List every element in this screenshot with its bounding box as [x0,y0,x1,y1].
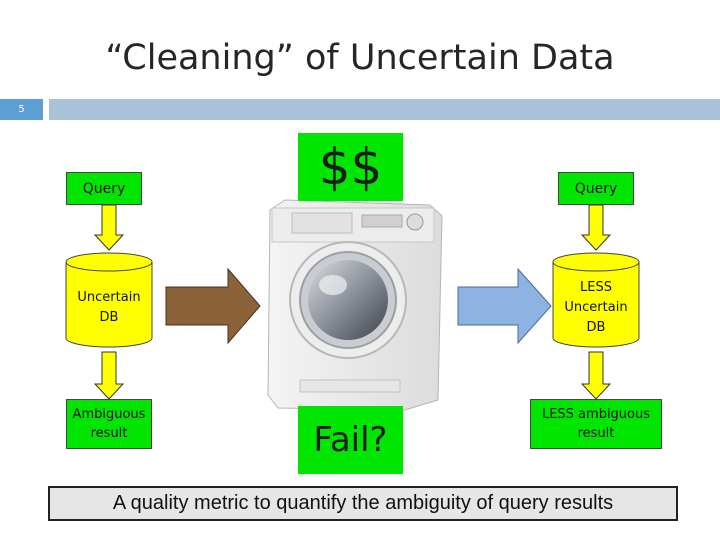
brown-arrow [165,267,261,345]
left-query-box: Query [66,172,142,205]
left-db-cylinder [65,252,153,348]
right-down-arrow-1 [580,204,612,251]
right-query-box: Query [558,172,634,205]
slide-number: 5 [18,104,25,115]
right-db-line2: Uncertain [564,300,628,315]
right-result-line2: result [577,426,615,441]
slide-number-bar [0,99,43,120]
right-result-line1: LESS ambiguous [541,407,651,422]
right-db-line1: LESS [580,280,612,295]
right-db-line3: DB [586,320,606,335]
right-down-arrow-2 [580,351,612,400]
left-db-text: Uncertain DB [77,290,141,325]
cost-label: $$ [298,133,403,201]
quality-metric-banner: A quality metric to quantify the ambigui… [48,486,678,521]
left-result-line1: Ambiguous [72,407,146,422]
quality-metric-text: A quality metric to quantify the ambigui… [112,492,614,514]
title-underline-bar [49,99,720,120]
fail-label: Fail? [298,406,403,474]
left-result-line2: result [90,426,128,441]
left-down-arrow-2 [93,351,125,400]
slide-title: “Cleaning” of Uncertain Data [105,38,615,78]
right-query-label: Query [574,180,618,197]
left-result-box: Ambiguous result [66,399,152,449]
washing-machine-icon [267,199,443,411]
right-db-cylinder [552,252,640,348]
left-db-label: Uncertain DB [66,288,152,328]
right-db-label: LESS Uncertain DB [553,278,639,338]
blue-arrow [457,267,552,345]
left-query-label: Query [82,180,126,197]
left-down-arrow-1 [93,204,125,251]
right-result-box: LESS ambiguous result [530,399,662,449]
